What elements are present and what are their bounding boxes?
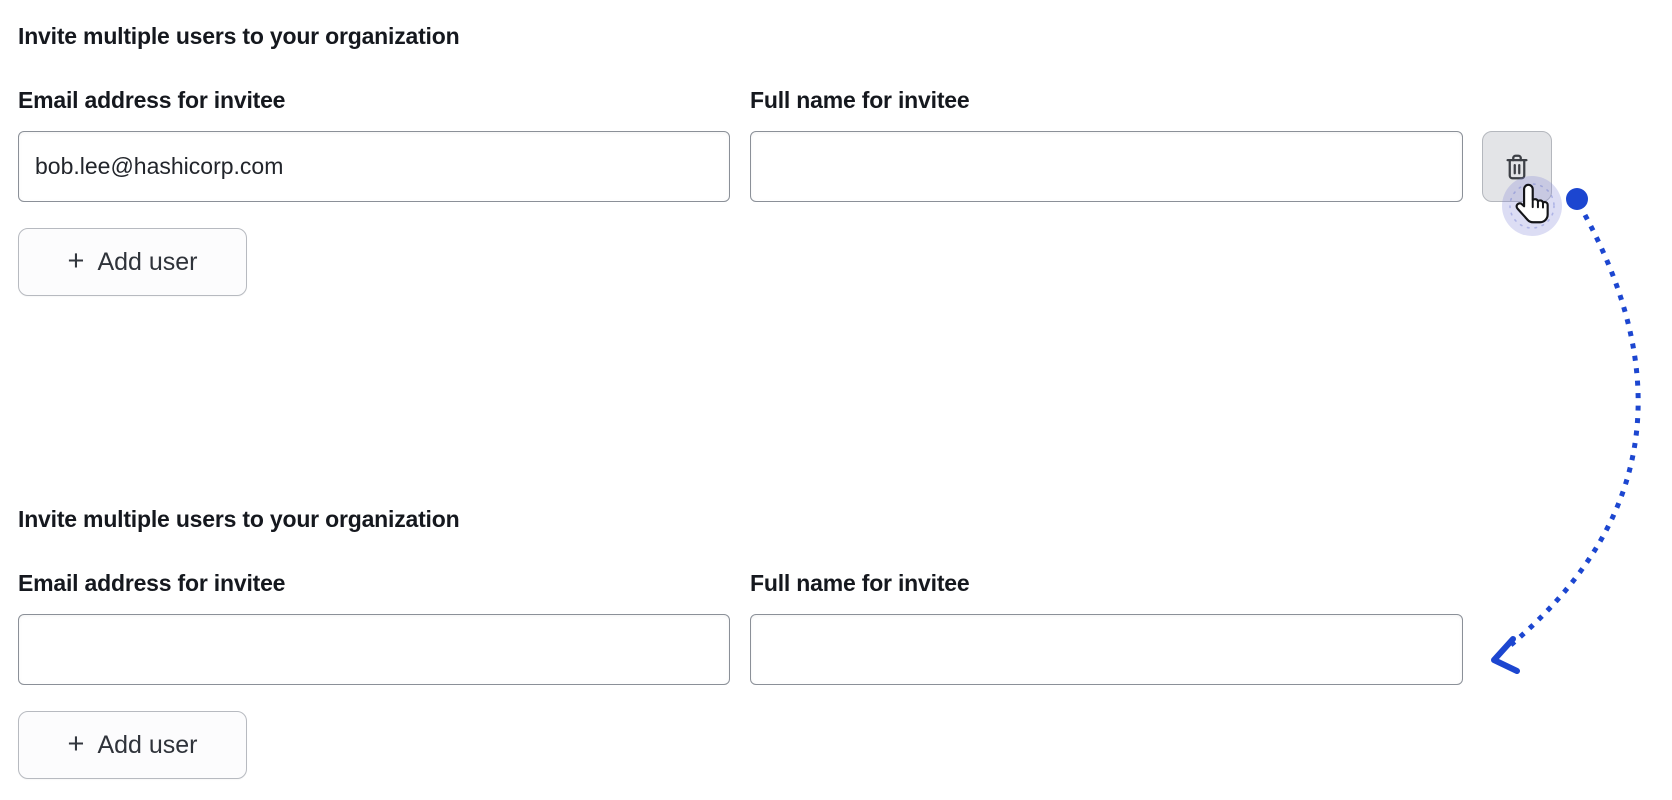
- section-heading: Invite multiple users to your organizati…: [18, 506, 460, 532]
- fullname-input[interactable]: [750, 614, 1463, 685]
- email-input[interactable]: [18, 131, 730, 202]
- fullname-label: Full name for invitee: [750, 87, 970, 113]
- email-field-group: Email address for invitee: [18, 568, 730, 685]
- add-user-button[interactable]: + Add user: [18, 711, 247, 779]
- fullname-input[interactable]: [750, 131, 1463, 202]
- trash-icon: [1506, 154, 1528, 179]
- email-label: Email address for invitee: [18, 87, 286, 113]
- invitee-fields-row: Email address for invitee Full name for …: [18, 85, 1658, 202]
- add-user-label: Add user: [97, 247, 198, 276]
- add-user-button[interactable]: + Add user: [18, 228, 247, 296]
- fullname-label: Full name for invitee: [750, 570, 970, 596]
- add-user-label: Add user: [97, 730, 198, 759]
- invitee-fields-row: Email address for invitee Full name for …: [18, 568, 1658, 685]
- plus-icon: +: [67, 244, 85, 277]
- fullname-field-group: Full name for invitee: [750, 568, 1463, 685]
- plus-icon: +: [67, 727, 85, 760]
- email-label: Email address for invitee: [18, 570, 286, 596]
- section-heading: Invite multiple users to your organizati…: [18, 23, 460, 49]
- invite-users-section-1: Invite multiple users to your organizati…: [18, 22, 1658, 296]
- email-input[interactable]: [18, 614, 730, 685]
- invite-users-section-2: Invite multiple users to your organizati…: [18, 505, 1658, 779]
- email-field-group: Email address for invitee: [18, 85, 730, 202]
- fullname-field-group: Full name for invitee: [750, 85, 1463, 202]
- delete-row-button[interactable]: [1482, 131, 1552, 202]
